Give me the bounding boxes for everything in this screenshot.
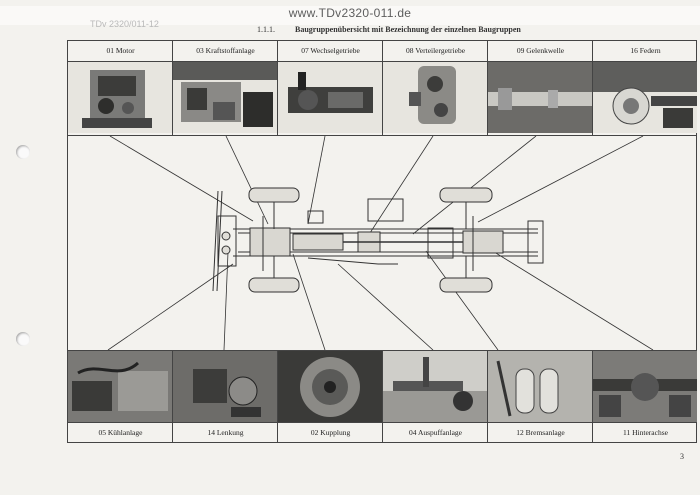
- top-cell-divider: [487, 41, 488, 135]
- bottom-group-label: 05 Kühlanlage: [98, 428, 143, 437]
- leader-line-wechselgetriebe: [307, 136, 326, 225]
- bottom-cell-divider: [487, 350, 488, 442]
- section-number: 1.1.1.: [257, 25, 275, 34]
- gearbox-photo: [278, 62, 382, 133]
- top-cell-divider: [277, 41, 278, 135]
- steering-photo: [173, 351, 277, 422]
- assembly-overview-frame: 01 Motor 03 Kraftstoffanlage 07 Wechselget…: [67, 40, 697, 443]
- bottom-group-label: 11 Hinterachse: [623, 428, 668, 437]
- leader-line-kupplung: [292, 253, 326, 350]
- top-label-divider: [68, 61, 696, 62]
- watermark-text: www.TDv2320-011.de: [288, 6, 412, 20]
- transfer-case-photo: [383, 62, 487, 133]
- top-row-divider: [68, 135, 696, 136]
- leader-line-lenkung: [223, 251, 229, 350]
- drive-shaft-photo: [488, 62, 592, 133]
- top-group-label: 03 Kraftstoffanlage: [196, 46, 255, 55]
- top-cell-divider: [382, 41, 383, 135]
- top-group-label: 08 Verteilergetriebe: [405, 46, 466, 55]
- leader-line-verteilergetriebe: [367, 136, 434, 237]
- bottom-group-label: 02 Kupplung: [310, 428, 351, 437]
- exhaust-photo: [383, 351, 487, 422]
- document-number: TDv 2320/011-12: [90, 19, 159, 29]
- bottom-cell-divider: [592, 350, 593, 442]
- top-group-label: 07 Wechselgetriebe: [301, 46, 360, 55]
- leader-line-kuehlanlage: [107, 263, 234, 350]
- cooling-system-photo: [68, 351, 172, 422]
- leader-line-bremsanlage: [425, 250, 499, 350]
- bottom-group-label: 14 Lenkung: [207, 428, 244, 437]
- section-title: Baugruppenübersicht mit Bezeichnung der …: [295, 25, 521, 34]
- bottom-group-label: 12 Bremsanlage: [516, 428, 565, 437]
- brake-system-photo: [488, 351, 592, 422]
- watermark-banner: [0, 6, 700, 25]
- top-group-label: 16 Federn: [630, 46, 661, 55]
- leader-line-kraftstoffanlage: [225, 136, 269, 225]
- top-cell-divider: [172, 41, 173, 135]
- section-heading: 1.1.1. Baugruppenübersicht mit Bezeichnun…: [257, 25, 521, 34]
- punch-hole-bottom: [16, 332, 30, 346]
- clutch-photo: [278, 351, 382, 422]
- leader-line-hinterachse: [477, 241, 654, 350]
- top-group-label: 01 Motor: [106, 46, 135, 55]
- top-cell-divider: [592, 41, 593, 135]
- engine-photo: [68, 62, 172, 133]
- page-number: 3: [680, 452, 684, 461]
- bottom-cell-divider: [172, 350, 173, 442]
- leader-line-federn: [477, 136, 644, 223]
- vehicle-wheels: [221, 187, 493, 293]
- chassis-diagram: [107, 136, 654, 350]
- suspension-photo: [593, 62, 697, 133]
- rear-axle-photo: [593, 351, 697, 422]
- leader-line-auspuffanlage: [337, 263, 434, 350]
- leader-line-gelenkwelle: [412, 136, 537, 235]
- bottom-cell-divider: [382, 350, 383, 442]
- vehicle-chassis: [212, 190, 544, 292]
- bottom-cell-divider: [277, 350, 278, 442]
- top-group-label: 09 Gelenkwelle: [516, 46, 565, 55]
- bottom-group-label: 04 Auspuffanlage: [409, 428, 462, 437]
- punch-hole-top: [16, 145, 30, 159]
- leader-line-motor: [109, 136, 254, 222]
- fuel-system-photo: [173, 62, 277, 133]
